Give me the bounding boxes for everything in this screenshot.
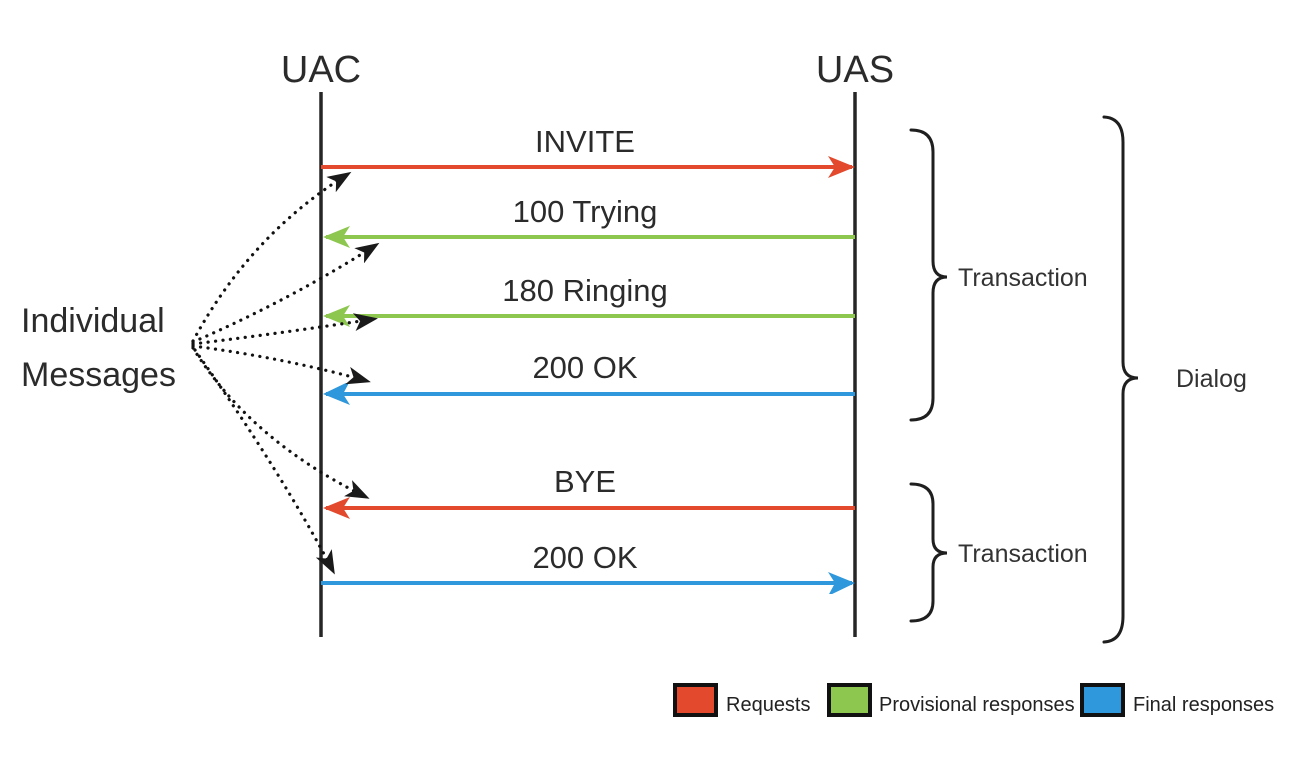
message-label-100-trying: 100 Trying <box>513 194 658 229</box>
legend: Requests Provisional responses Final res… <box>673 683 1274 717</box>
legend-label-requests: Requests <box>726 694 811 716</box>
annotation-connector-invite <box>191 171 352 343</box>
annotation-connector-200-ok-invite <box>191 344 371 385</box>
brace-label-transaction-1: Transaction <box>958 264 1088 292</box>
brace-transaction-1 <box>909 128 948 422</box>
actor-label-uas: UAS <box>816 49 894 91</box>
legend-label-final-responses: Final responses <box>1133 694 1274 716</box>
legend-swatch-requests <box>673 683 718 717</box>
message-label-180-ringing: 180 Ringing <box>502 273 667 308</box>
message-label-invite: INVITE <box>535 124 635 159</box>
brace-label-transaction-2: Transaction <box>958 540 1088 568</box>
actor-label-uac: UAC <box>281 49 361 91</box>
message-label-200-ok-bye: 200 OK <box>532 540 637 575</box>
brace-dialog <box>1102 115 1139 644</box>
message-label-bye: BYE <box>554 464 616 499</box>
brace-label-dialog: Dialog <box>1176 365 1247 393</box>
legend-swatch-provisional-responses <box>827 683 872 717</box>
message-label-200-ok-invite: 200 OK <box>532 350 637 385</box>
legend-label-provisional-responses: Provisional responses <box>879 694 1075 716</box>
legend-swatch-final-responses <box>1080 683 1125 717</box>
annotation-connector-180-ringing <box>191 313 378 346</box>
annotation-individual-messages-line1: Individual <box>21 302 165 340</box>
annotation-individual-messages-line2: Messages <box>21 356 176 394</box>
brace-transaction-2 <box>909 482 948 623</box>
annotation-connector-100-trying <box>191 242 380 344</box>
annotation-connector-200-ok-bye <box>193 348 335 575</box>
